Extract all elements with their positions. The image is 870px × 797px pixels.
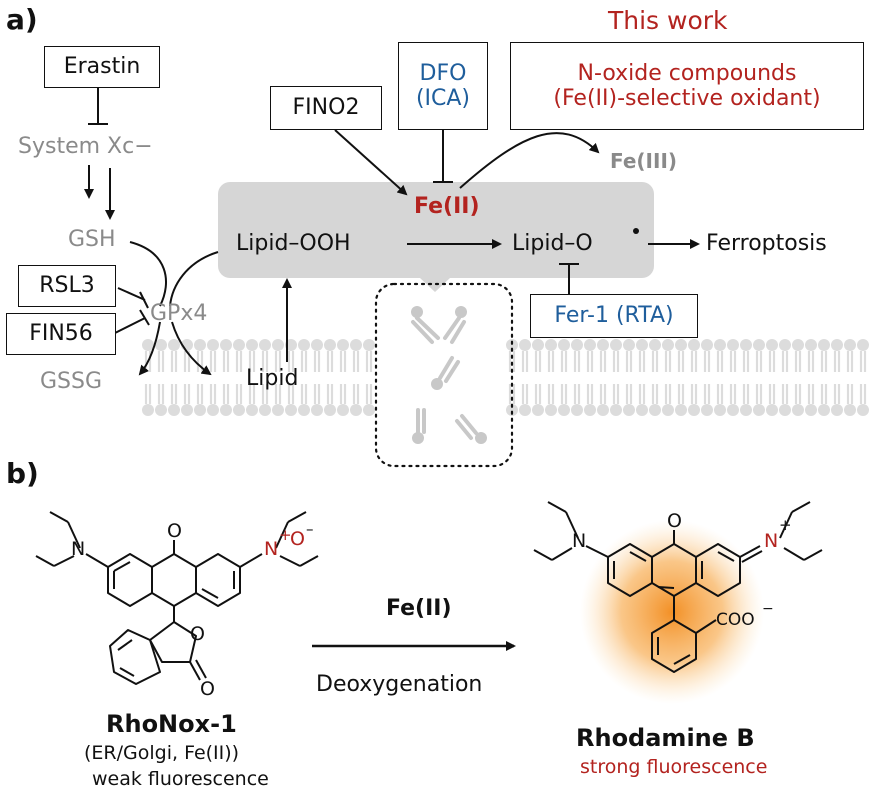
gsh-label: GSH	[68, 227, 116, 252]
dfo-label: DFO	[419, 60, 467, 86]
panel-label-a: a)	[6, 3, 38, 36]
radical-dot	[633, 228, 639, 234]
rhodamine-n-left: N	[572, 530, 587, 552]
rhonox-o-oxide: O	[290, 528, 305, 550]
fino2-label: FINO2	[292, 95, 360, 121]
rhonox-o-carbonyl: O	[200, 678, 215, 700]
fer1-box: Fer-1 (RTA)	[530, 294, 698, 338]
rhodamine-o-bridge: O	[667, 510, 682, 532]
rsl3-box: RSL3	[18, 265, 116, 307]
probe-desc: (ER/Golgi, Fe(II))	[84, 742, 240, 764]
probe-name: RhoNox-1	[106, 710, 237, 738]
rhodamine-coo-minus: −	[762, 601, 774, 617]
fino2-box: FINO2	[270, 86, 382, 130]
reaction-highlight-box	[218, 182, 654, 292]
rhodamine-n-plus: +	[779, 516, 792, 534]
rsl3-label: RSL3	[39, 273, 95, 299]
rhonox-structure	[35, 511, 319, 685]
fluorescence-glow	[580, 520, 764, 704]
gssg-label: GSSG	[40, 369, 103, 394]
rhonox-o-minus: –	[306, 520, 314, 538]
gpx4-label: GPx4	[150, 301, 208, 326]
oxidized-lipids	[411, 306, 487, 444]
dfo-box: DFO (ICA)	[398, 42, 488, 130]
rhonox-n-left: N	[71, 538, 86, 560]
lipid-o-label: Lipid–O	[512, 231, 593, 256]
rhodamine-coo: COO	[716, 610, 755, 630]
product-name: Rhodamine B	[576, 724, 755, 752]
probe-fluorescence: weak fluorescence	[92, 768, 269, 790]
membrane-zoom-frame	[374, 282, 514, 468]
fe3-label: Fe(III)	[610, 149, 678, 173]
rhodamine-b-structure	[533, 501, 823, 673]
fin56-label: FIN56	[29, 321, 93, 347]
erastin-label: Erastin	[63, 54, 141, 80]
fer1-label: Fer-1 (RTA)	[554, 303, 674, 329]
ferroptosis-label: Ferroptosis	[706, 231, 827, 256]
panel-label-b: b)	[6, 457, 39, 490]
rhodamine-n-right: N	[764, 530, 779, 552]
rhonox-o-bridge: O	[167, 520, 182, 542]
lipid-bilayer	[142, 339, 869, 416]
this-work-label: This work	[608, 6, 728, 35]
system-xc-label: System Xc−	[18, 134, 153, 159]
fe2-label: Fe(II)	[414, 194, 480, 219]
fin56-box: FIN56	[6, 313, 116, 355]
n-oxide-line1: N-oxide compounds	[577, 60, 797, 86]
rhonox-o-ring: O	[190, 623, 205, 645]
n-oxide-box: N-oxide compounds (Fe(II)-selective oxid…	[510, 42, 864, 130]
erastin-box: Erastin	[44, 46, 160, 88]
lipid-ooh-label: Lipid–OOH	[236, 231, 351, 256]
rhonox-n-right: N	[264, 538, 279, 560]
product-fluorescence: strong fluorescence	[580, 756, 768, 778]
reagent-label: Fe(II)	[386, 596, 452, 621]
pathway-edges	[84, 88, 700, 376]
condition-label: Deoxygenation	[316, 672, 483, 697]
lipid-label: Lipid	[246, 366, 299, 391]
ica-label: (ICA)	[415, 86, 471, 111]
rhonox-n-plus: +	[279, 526, 292, 544]
n-oxide-line2: (Fe(II)-selective oxidant)	[553, 86, 821, 111]
